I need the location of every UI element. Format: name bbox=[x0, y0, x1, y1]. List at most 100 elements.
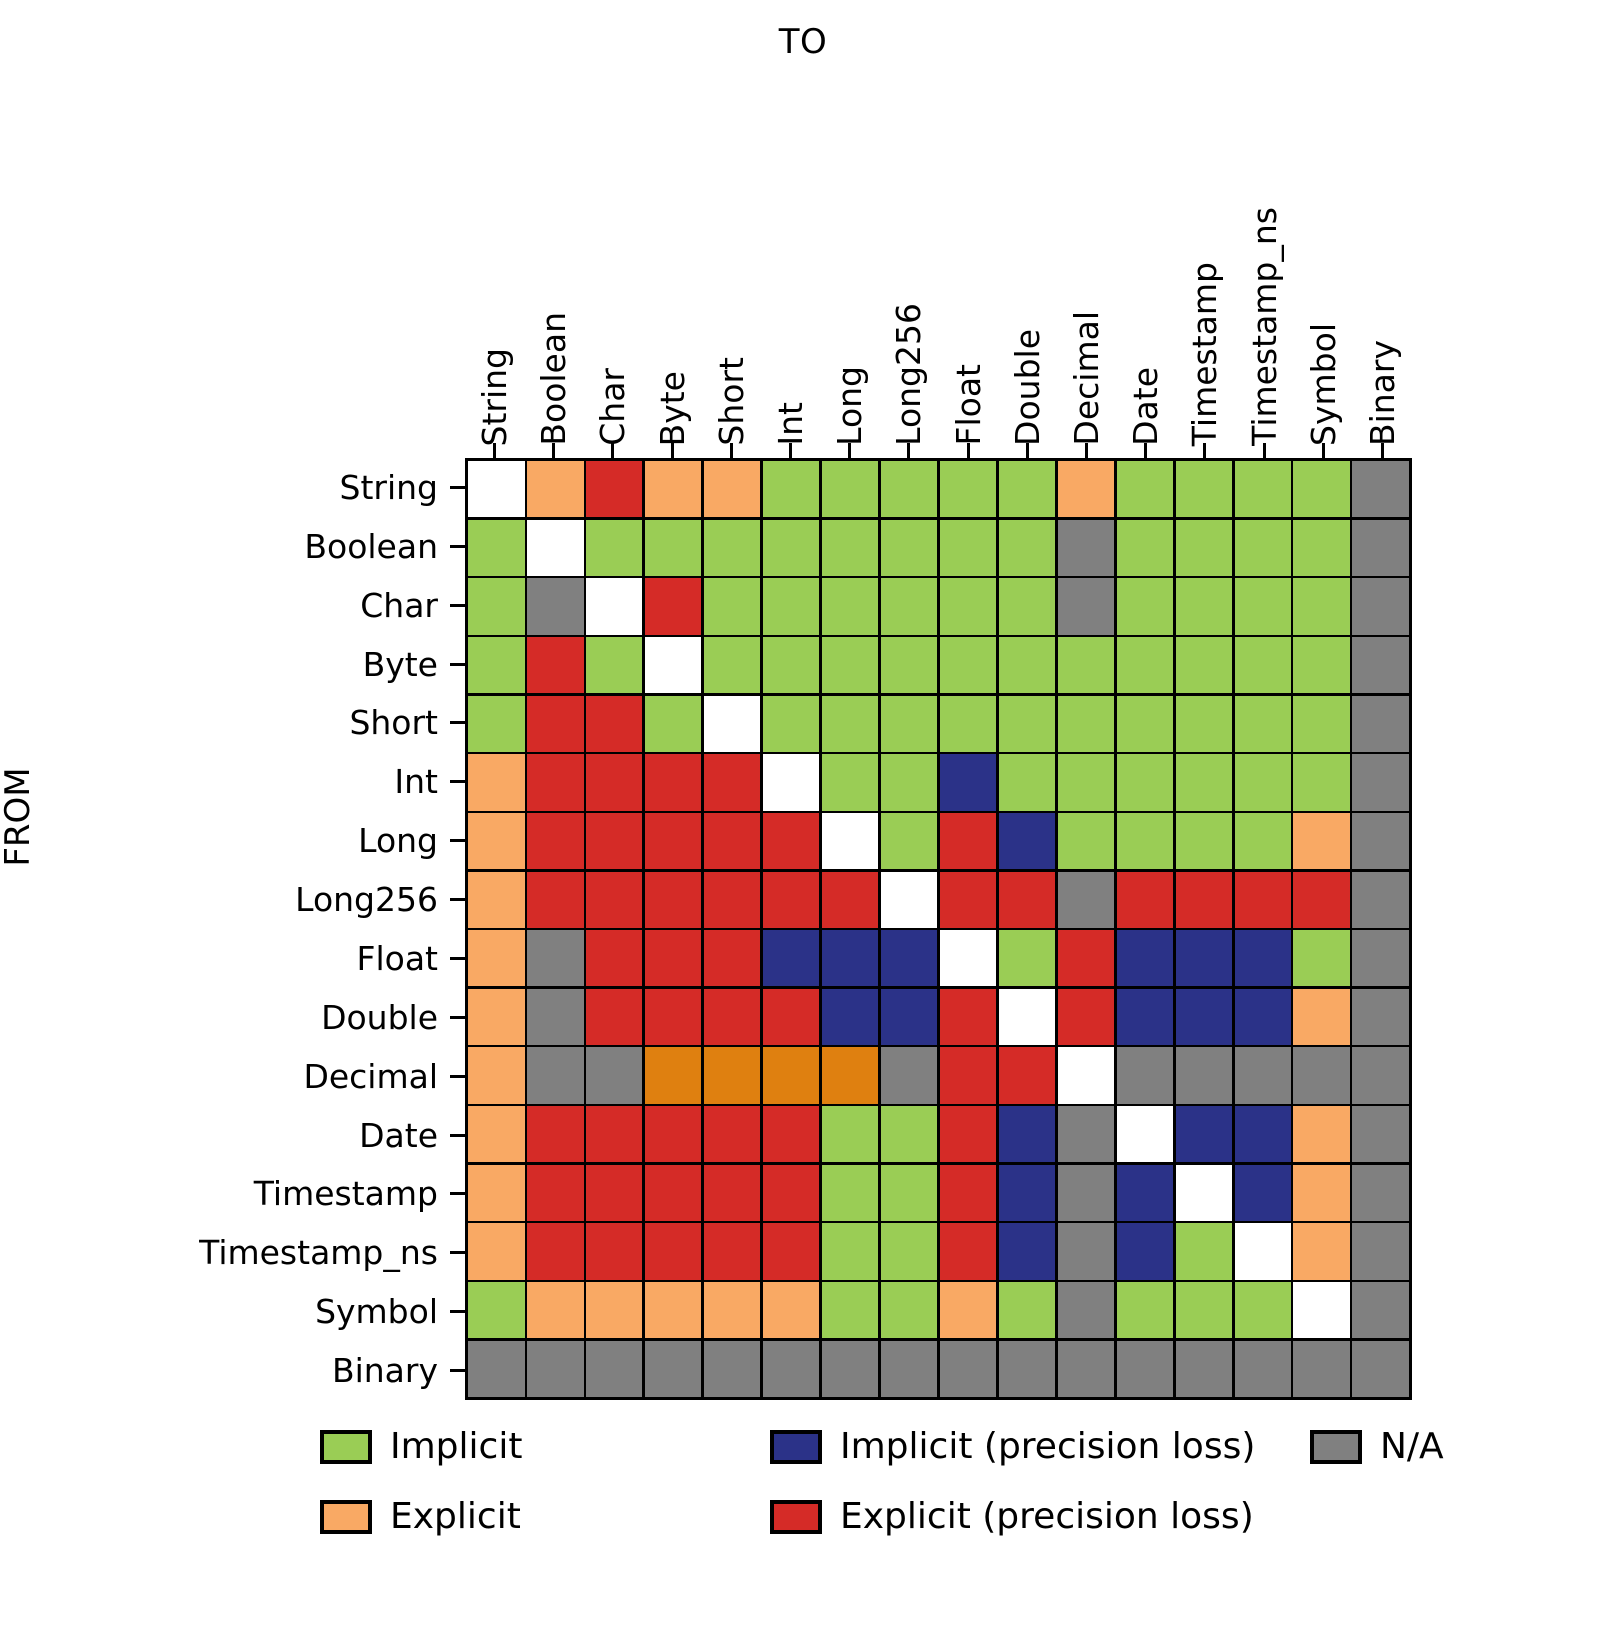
matrix-cell-timestamp_ns-to-char bbox=[585, 1223, 643, 1280]
matrix-cell-int-to-double bbox=[998, 754, 1056, 811]
matrix-cell-boolean-to-boolean bbox=[526, 519, 584, 576]
matrix-cell-decimal-to-binary bbox=[1352, 1047, 1409, 1104]
tick-mark bbox=[450, 780, 465, 784]
matrix-cell-byte-to-timestamp_ns bbox=[1234, 636, 1292, 694]
matrix-cell-long-to-byte bbox=[644, 812, 702, 870]
matrix-cell-date-to-date bbox=[1116, 1106, 1174, 1163]
matrix-cell-long-to-date bbox=[1116, 812, 1174, 870]
legend-label: Implicit (precision loss) bbox=[840, 1426, 1256, 1467]
matrix-cell-byte-to-date bbox=[1116, 636, 1174, 694]
column-label-text: Binary bbox=[1362, 339, 1402, 446]
matrix-cell-byte-to-int bbox=[762, 636, 820, 694]
matrix-cell-short-to-long bbox=[821, 695, 879, 752]
matrix-cell-timestamp-to-double bbox=[998, 1164, 1056, 1222]
matrix-cell-long256-to-char bbox=[585, 871, 643, 928]
tick-mark bbox=[450, 485, 465, 489]
matrix-cell-decimal-to-boolean bbox=[526, 1047, 584, 1104]
matrix-cell-string-to-string bbox=[468, 461, 525, 518]
column-label-timestamp: Timestamp bbox=[1175, 126, 1234, 446]
tick-mark bbox=[450, 1310, 465, 1314]
matrix-cell-int-to-string bbox=[468, 754, 525, 811]
matrix-cell-string-to-boolean bbox=[526, 461, 584, 518]
matrix-cell-string-to-date bbox=[1116, 461, 1174, 518]
matrix-cell-short-to-char bbox=[585, 695, 643, 752]
matrix-cell-string-to-byte bbox=[644, 461, 702, 518]
column-label-text: Float bbox=[948, 364, 988, 446]
matrix-cell-long-to-boolean bbox=[526, 812, 584, 870]
matrix-cell-decimal-to-byte bbox=[644, 1047, 702, 1104]
tick-mark bbox=[670, 443, 674, 458]
matrix-cell-timestamp-to-byte bbox=[644, 1164, 702, 1222]
matrix-cell-symbol-to-int bbox=[762, 1282, 820, 1339]
column-label-text: Decimal bbox=[1066, 311, 1106, 446]
column-label-char: Char bbox=[583, 126, 642, 446]
matrix-cell-byte-to-byte bbox=[644, 636, 702, 694]
matrix-cell-string-to-short bbox=[703, 461, 761, 518]
matrix-cell-boolean-to-timestamp_ns bbox=[1234, 519, 1292, 576]
matrix-cell-int-to-timestamp bbox=[1175, 754, 1233, 811]
column-label-int: Int bbox=[761, 126, 820, 446]
matrix-cell-double-to-timestamp bbox=[1175, 988, 1233, 1046]
row-label-int: Int bbox=[394, 762, 438, 802]
tick-mark bbox=[493, 443, 497, 458]
matrix-cell-timestamp_ns-to-date bbox=[1116, 1223, 1174, 1280]
matrix-cell-int-to-int bbox=[762, 754, 820, 811]
matrix-cell-long256-to-binary bbox=[1352, 871, 1409, 928]
matrix-cell-int-to-float bbox=[939, 754, 997, 811]
matrix-cell-float-to-string bbox=[468, 930, 525, 987]
matrix-cell-boolean-to-decimal bbox=[1057, 519, 1115, 576]
matrix-cell-binary-to-date bbox=[1116, 1340, 1174, 1397]
matrix-cell-short-to-long256 bbox=[880, 695, 938, 752]
matrix-cell-float-to-decimal bbox=[1057, 930, 1115, 987]
matrix-cell-long-to-timestamp_ns bbox=[1234, 812, 1292, 870]
matrix-cell-timestamp_ns-to-float bbox=[939, 1223, 997, 1280]
legend-swatch bbox=[770, 1499, 822, 1534]
matrix-cell-timestamp_ns-to-double bbox=[998, 1223, 1056, 1280]
conversion-matrix-grid bbox=[465, 458, 1412, 1400]
matrix-cell-double-to-long bbox=[821, 988, 879, 1046]
matrix-cell-binary-to-double bbox=[998, 1340, 1056, 1397]
matrix-cell-symbol-to-symbol bbox=[1293, 1282, 1351, 1339]
matrix-cell-symbol-to-timestamp bbox=[1175, 1282, 1233, 1339]
matrix-cell-date-to-timestamp_ns bbox=[1234, 1106, 1292, 1163]
matrix-cell-decimal-to-short bbox=[703, 1047, 761, 1104]
matrix-cell-short-to-string bbox=[468, 695, 525, 752]
matrix-cell-double-to-symbol bbox=[1293, 988, 1351, 1046]
tick-mark bbox=[1203, 443, 1207, 458]
matrix-cell-byte-to-decimal bbox=[1057, 636, 1115, 694]
matrix-cell-string-to-long bbox=[821, 461, 879, 518]
matrix-cell-double-to-boolean bbox=[526, 988, 584, 1046]
matrix-cell-short-to-byte bbox=[644, 695, 702, 752]
matrix-cell-decimal-to-string bbox=[468, 1047, 525, 1104]
matrix-cell-long-to-double bbox=[998, 812, 1056, 870]
matrix-cell-float-to-boolean bbox=[526, 930, 584, 987]
matrix-cell-boolean-to-string bbox=[468, 519, 525, 576]
row-label-double: Double bbox=[321, 997, 438, 1037]
matrix-cell-int-to-long bbox=[821, 754, 879, 811]
matrix-cell-timestamp-to-decimal bbox=[1057, 1164, 1115, 1222]
tick-mark bbox=[611, 443, 615, 458]
matrix-cell-double-to-decimal bbox=[1057, 988, 1115, 1046]
matrix-cell-long256-to-date bbox=[1116, 871, 1174, 928]
matrix-cell-short-to-binary bbox=[1352, 695, 1409, 752]
matrix-cell-char-to-byte bbox=[644, 578, 702, 635]
legend-swatch bbox=[320, 1499, 372, 1534]
matrix-cell-long256-to-byte bbox=[644, 871, 702, 928]
matrix-cell-timestamp-to-timestamp bbox=[1175, 1164, 1233, 1222]
matrix-cell-string-to-binary bbox=[1352, 461, 1409, 518]
matrix-cell-long-to-long256 bbox=[880, 812, 938, 870]
row-label-long256: Long256 bbox=[295, 880, 438, 920]
matrix-cell-int-to-short bbox=[703, 754, 761, 811]
matrix-cell-byte-to-symbol bbox=[1293, 636, 1351, 694]
matrix-cell-short-to-boolean bbox=[526, 695, 584, 752]
matrix-cell-string-to-double bbox=[998, 461, 1056, 518]
matrix-cell-char-to-double bbox=[998, 578, 1056, 635]
matrix-cell-decimal-to-double bbox=[998, 1047, 1056, 1104]
matrix-cell-char-to-long256 bbox=[880, 578, 938, 635]
tick-mark bbox=[848, 443, 852, 458]
column-label-double: Double bbox=[998, 126, 1057, 446]
matrix-cell-byte-to-long256 bbox=[880, 636, 938, 694]
matrix-cell-long-to-long bbox=[821, 812, 879, 870]
matrix-cell-timestamp-to-char bbox=[585, 1164, 643, 1222]
column-label-timestamp_ns: Timestamp_ns bbox=[1234, 126, 1293, 446]
